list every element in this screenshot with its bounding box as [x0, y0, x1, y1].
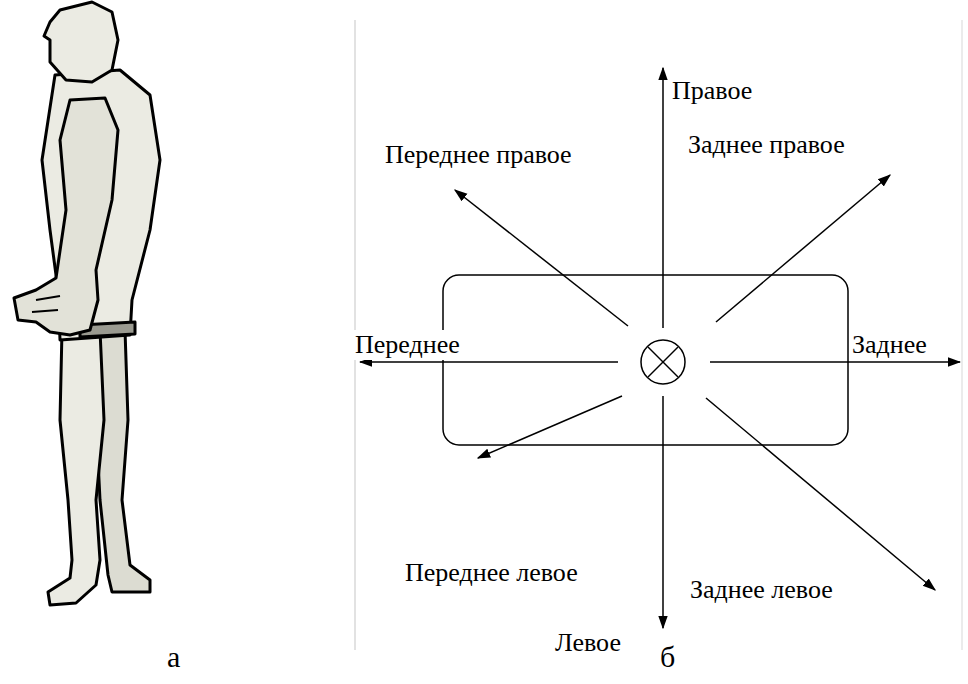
separator-line [961, 20, 963, 650]
direction-label: Переднее правое [383, 140, 574, 170]
direction-label: Правое [670, 76, 754, 106]
human-figure [14, 2, 160, 605]
direction-label: Левое [553, 628, 623, 658]
panel-letter: б [658, 640, 677, 675]
direction-label: Переднее [353, 330, 462, 360]
centre-symbol [648, 347, 678, 377]
direction-label: Переднее левое [403, 558, 580, 588]
panel-letter: а [165, 640, 182, 675]
direction-label: Заднее правое [686, 130, 847, 160]
direction-label: Заднее левое [688, 575, 835, 605]
body-outline [443, 275, 848, 445]
centre-symbol [641, 340, 685, 384]
centre-symbol [648, 347, 678, 377]
direction-label: Заднее [850, 330, 929, 360]
